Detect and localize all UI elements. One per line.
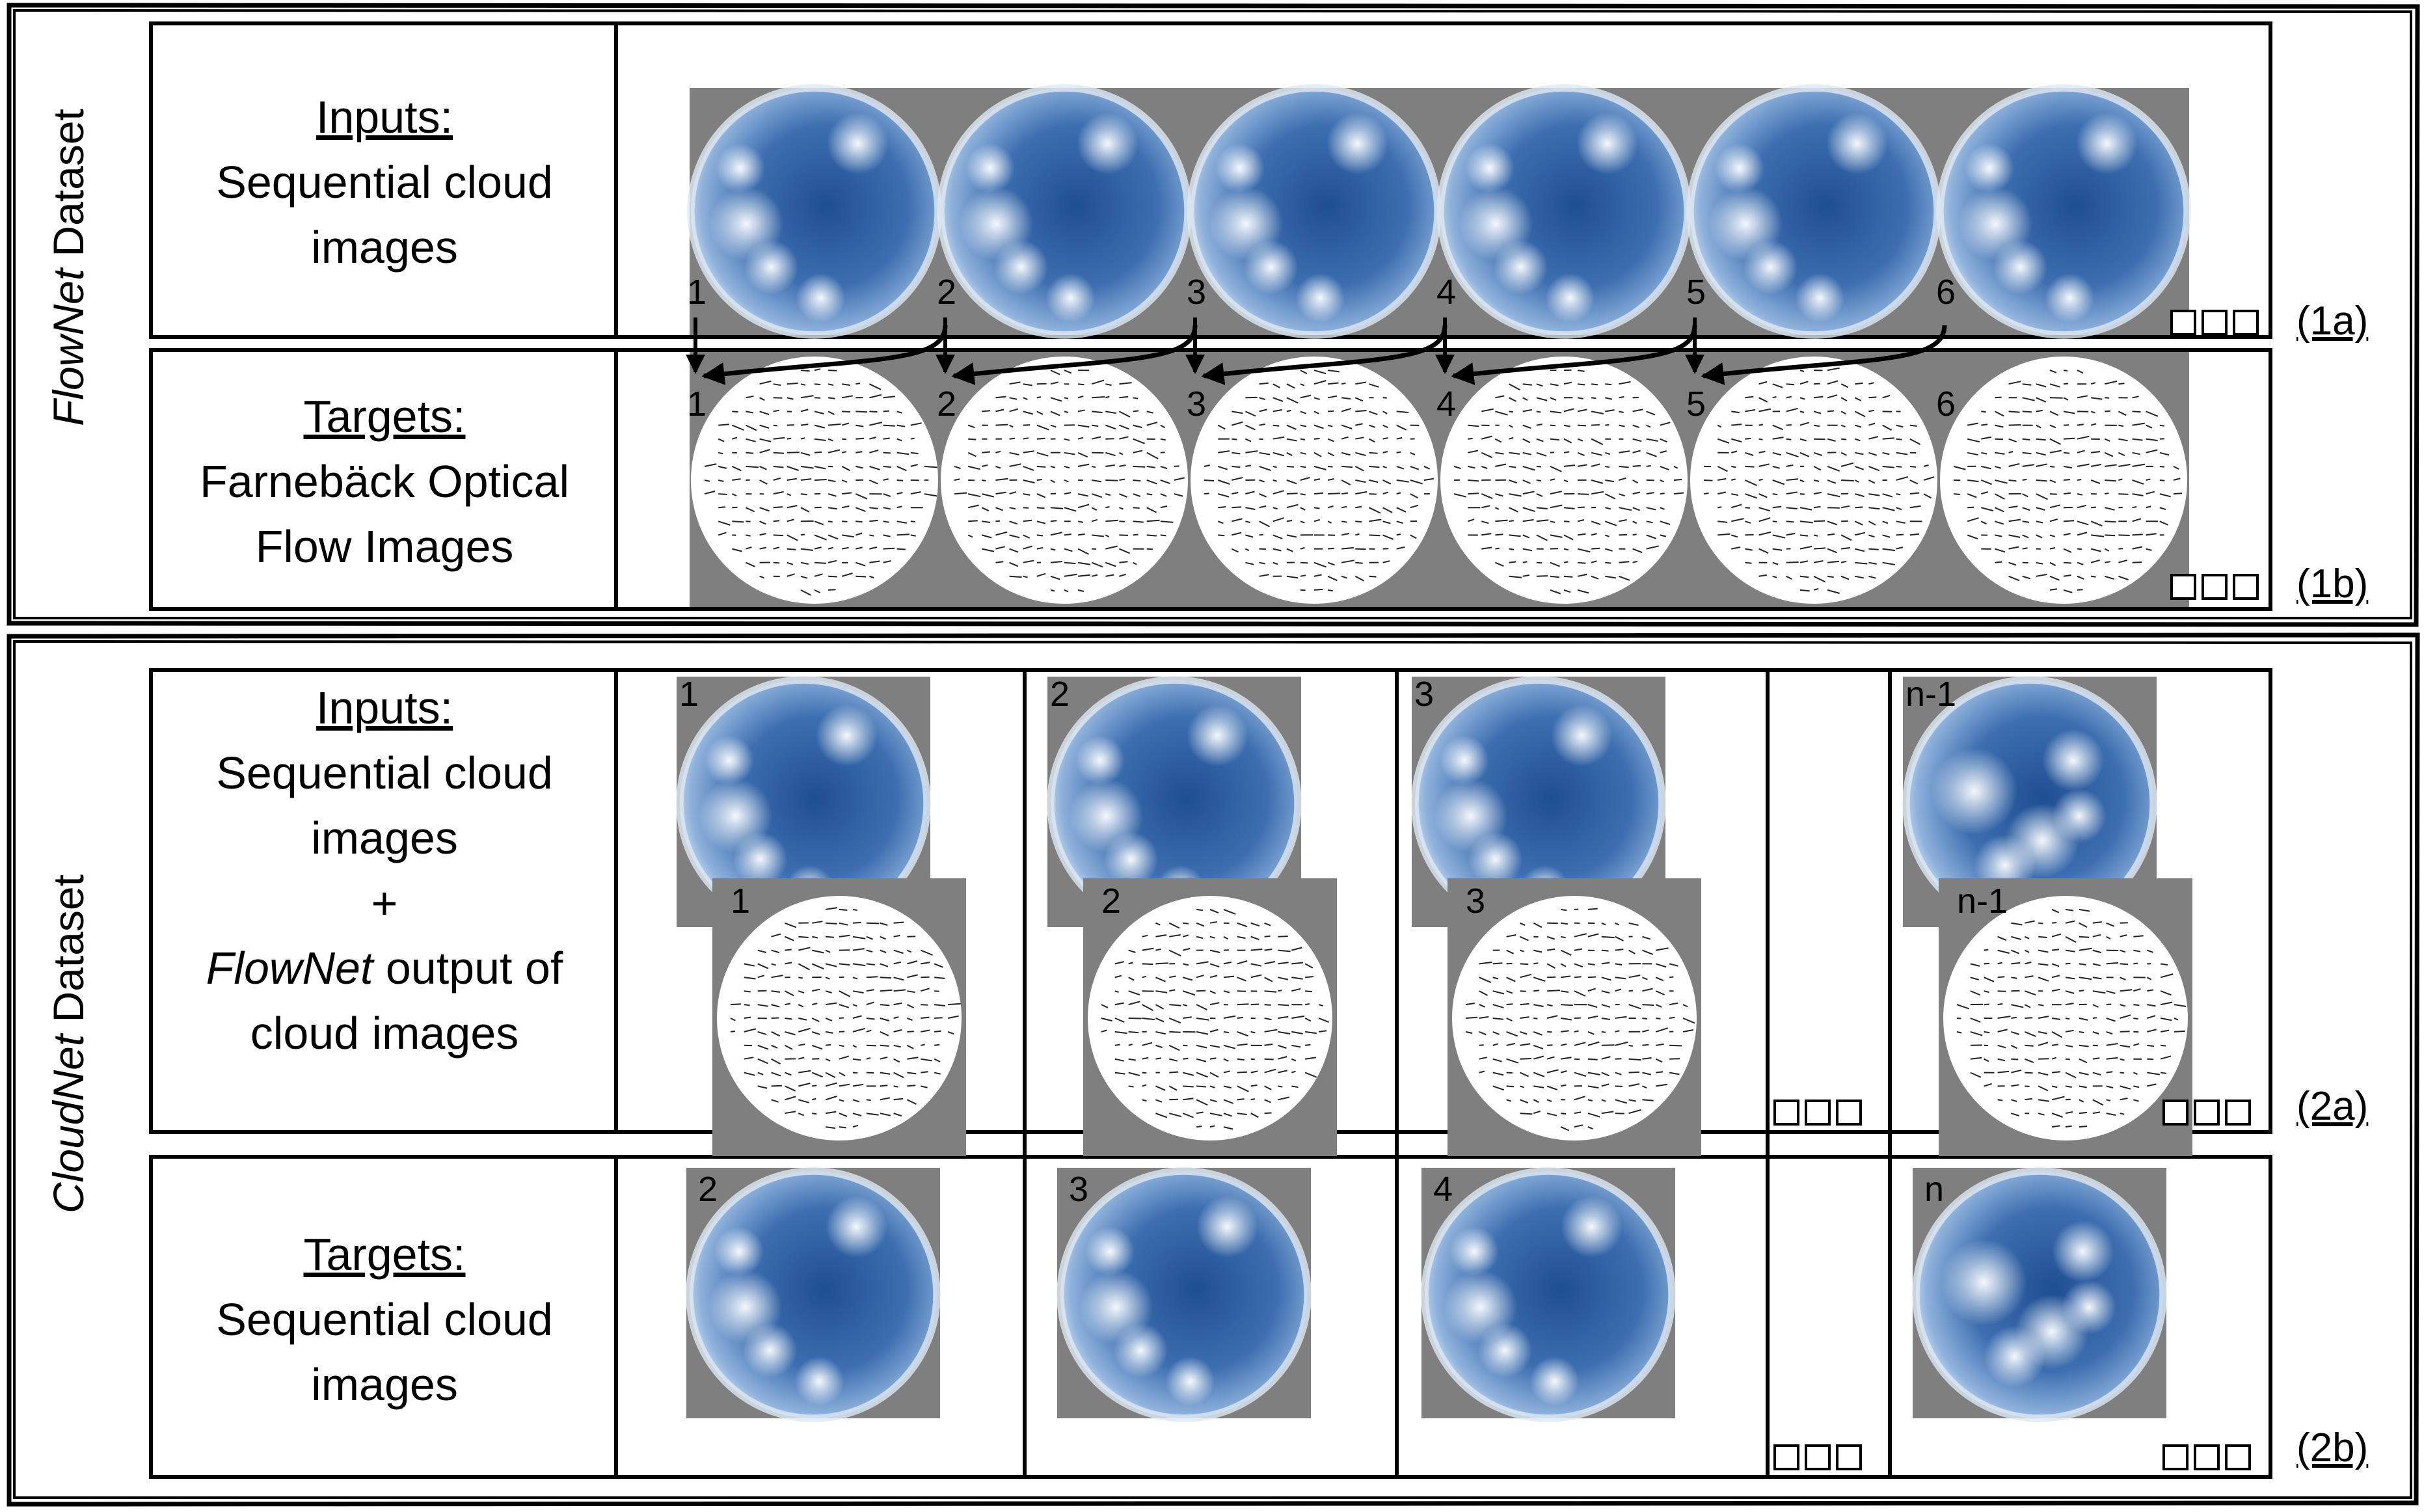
- flow-frame-number-5: 5: [1686, 385, 1706, 424]
- curved-arrow-3: [1201, 325, 1448, 385]
- cnet-target-sky-3: [1421, 1167, 1676, 1422]
- ellipsis-4: [2162, 1100, 2251, 1126]
- tag-1a: (1a): [2296, 299, 2369, 344]
- cnet-target-sky-2: [1057, 1167, 1312, 1422]
- cnet-input-flow-1: [717, 896, 962, 1141]
- flow-image-2: [941, 357, 1188, 604]
- s2-inputs-plus: +: [371, 878, 398, 928]
- section2-grid: [149, 668, 2272, 1479]
- cnet-flow-number-3: 3: [1466, 882, 1486, 921]
- cnet-target-number-2: 3: [1069, 1170, 1089, 1209]
- s2-targets-line-1: Sequential cloud: [216, 1294, 553, 1345]
- s1-targets-line-2: Flow Images: [255, 521, 514, 572]
- flow-image-1: [691, 357, 938, 604]
- s1-inputs-line-1: Sequential cloud: [216, 157, 553, 208]
- s1-inputs-line-2: images: [311, 222, 458, 273]
- input-sky-image-4: [1436, 84, 1691, 339]
- s2-inputs-line-2: images: [311, 813, 458, 863]
- input-frame-number-4: 4: [1436, 273, 1457, 312]
- cnet-flow-number-4: n-1: [1957, 882, 2008, 921]
- flow-strip-background: [690, 352, 2189, 607]
- flownet-dataset-label: FlowNet Dataset: [44, 109, 92, 426]
- flow-image-5: [1690, 357, 1937, 604]
- input-sky-image-6: [1936, 84, 2191, 339]
- section1-sky-images: [687, 84, 2191, 339]
- flow-frame-number-1: 1: [687, 385, 707, 424]
- flow-frame-number-2: 2: [937, 385, 957, 424]
- input-sky-image-1: [687, 84, 942, 339]
- s1-inputs-label: Inputs: Sequential cloud images: [155, 85, 614, 280]
- cnet-input-flow-2: [1088, 896, 1332, 1141]
- ellipsis-2: [2170, 574, 2259, 600]
- section1-flow-images: [691, 357, 2187, 604]
- cnet-input-flow-4: [1943, 896, 2188, 1141]
- section2-frame: [7, 632, 2420, 1507]
- s1-targets-line-1: Farnebäck Optical: [199, 456, 570, 507]
- input-sky-image-2: [937, 84, 1192, 339]
- ellipsis-markers: [1773, 310, 2259, 1470]
- input-frame-number-2: 2: [937, 273, 957, 312]
- s2-inputs-label: Inputs: Sequential cloud images + FlowNe…: [155, 675, 614, 1066]
- cnet-input-number-4: n-1: [1906, 675, 1957, 714]
- s1-targets-heading: Targets:: [303, 391, 466, 442]
- curved-arrow-4: [1451, 325, 1697, 385]
- cnet-flow-number-2: 2: [1101, 882, 1122, 921]
- ellipsis-1: [2170, 310, 2259, 336]
- tag-2b: (2b): [2296, 1425, 2369, 1470]
- cloudnet-dataset-label: CloudNet Dataset: [44, 874, 92, 1213]
- input-frame-number-5: 5: [1686, 273, 1706, 312]
- s1-targets-label: Targets: Farnebäck Optical Flow Images: [155, 384, 614, 579]
- ellipsis-6: [2162, 1444, 2251, 1470]
- input-sky-image-5: [1686, 84, 1941, 339]
- flow-frame-number-3: 3: [1187, 385, 1207, 424]
- s1-inputs-heading: Inputs:: [316, 92, 453, 142]
- ellipsis-3: [1773, 1100, 1862, 1126]
- cnet-input-number-2: 2: [1050, 675, 1070, 714]
- flow-image-6: [1940, 357, 2187, 604]
- s2-inputs-line-last: cloud images: [250, 1008, 519, 1059]
- input-frame-number-3: 3: [1187, 273, 1207, 312]
- s2-inputs-line-flownet: FlowNet output of: [206, 943, 563, 993]
- curved-arrow-5: [1701, 325, 1947, 385]
- cnet-target-number-3: 4: [1433, 1170, 1453, 1209]
- cnet-input-sky-2: [1047, 676, 1302, 931]
- cnet-target-sky-4: [1912, 1167, 2167, 1422]
- curved-arrow-1: [701, 325, 948, 385]
- s2-targets-line-2: images: [311, 1359, 458, 1410]
- flow-frame-number-6: 6: [1936, 385, 1956, 424]
- section1-frame: [7, 3, 2420, 627]
- tag-1b: (1b): [2296, 561, 2369, 606]
- curved-arrow-2: [951, 325, 1198, 385]
- cnet-target-sky-1: [686, 1167, 941, 1422]
- s2-inputs-heading: Inputs:: [316, 682, 453, 733]
- input-frame-number-6: 6: [1936, 273, 1956, 312]
- section1-grid: [149, 21, 2272, 611]
- cnet-input-number-1: 1: [679, 675, 699, 714]
- input-sky-image-3: [1187, 84, 1442, 339]
- cnet-target-number-4: n: [1924, 1170, 1945, 1209]
- flow-image-4: [1440, 357, 1688, 604]
- flow-image-3: [1191, 357, 1438, 604]
- ellipsis-5: [1773, 1444, 1862, 1470]
- section2-images: [676, 676, 2192, 1422]
- cnet-flow-number-1: 1: [731, 882, 751, 921]
- s2-targets-heading: Targets:: [303, 1229, 466, 1280]
- s2-inputs-line-1: Sequential cloud: [216, 748, 553, 798]
- cnet-input-sky-4: [1902, 676, 2157, 931]
- cnet-input-number-3: 3: [1414, 675, 1434, 714]
- section1-arrows: [686, 317, 1947, 385]
- input-frame-number-1: 1: [687, 273, 707, 312]
- tag-2a: (2a): [2296, 1084, 2369, 1129]
- flow-frame-number-4: 4: [1436, 385, 1457, 424]
- cnet-target-number-1: 2: [698, 1170, 718, 1209]
- s2-targets-label: Targets: Sequential cloud images: [155, 1222, 614, 1417]
- cnet-input-flow-3: [1452, 896, 1697, 1141]
